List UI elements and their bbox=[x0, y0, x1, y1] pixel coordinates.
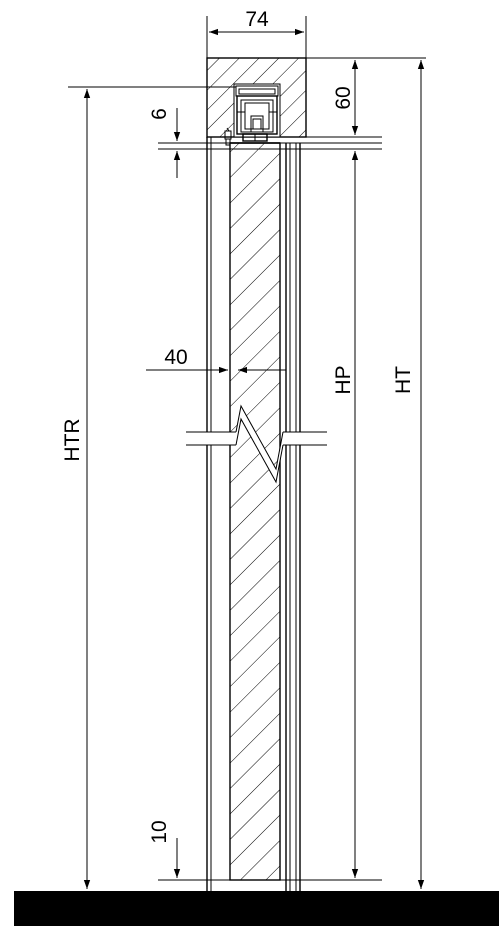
dim-track-height: 60 bbox=[306, 57, 426, 138]
floor-slab bbox=[14, 891, 499, 926]
side-frame-right bbox=[285, 143, 301, 891]
dim-total-height-label: HT bbox=[392, 366, 415, 394]
dim-panel-height: HP bbox=[332, 151, 359, 878]
side-frame-left bbox=[206, 137, 212, 891]
dim-top-width: 74 bbox=[206, 8, 307, 58]
ceiling-track bbox=[206, 57, 307, 138]
dim-top-width-label: 74 bbox=[245, 8, 269, 31]
dim-bottom-gap-label: 10 bbox=[148, 820, 171, 843]
dim-panel-thickness-label: 40 bbox=[164, 346, 187, 369]
dim-bottom-gap: 10 bbox=[148, 820, 181, 878]
break-line bbox=[186, 404, 327, 484]
dim-total-height: HT bbox=[392, 60, 425, 889]
dim-rail-height: HTR bbox=[61, 86, 236, 889]
door-panel bbox=[229, 142, 281, 881]
dim-top-gap-label: 6 bbox=[148, 108, 171, 120]
rail-profile bbox=[235, 85, 279, 142]
dim-panel-thickness: 40 bbox=[146, 346, 286, 374]
dim-top-gap: 6 bbox=[148, 108, 181, 178]
dim-track-height-label: 60 bbox=[332, 86, 355, 109]
dim-rail-height-label: HTR bbox=[61, 418, 84, 461]
dim-panel-height-label: HP bbox=[332, 365, 355, 394]
guide-clip bbox=[224, 127, 232, 146]
